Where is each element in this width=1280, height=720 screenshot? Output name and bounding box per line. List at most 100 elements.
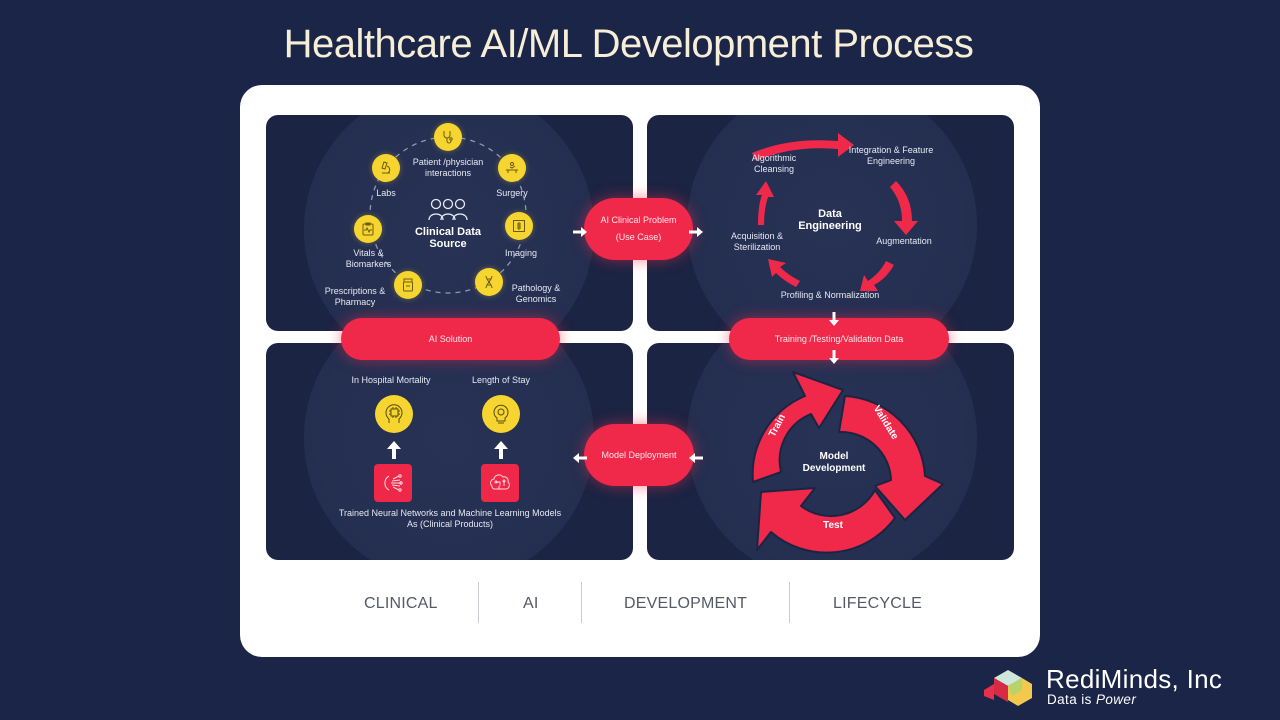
brand-tagline: Data is Power — [1047, 692, 1136, 707]
panel-clinical-data-source — [266, 115, 633, 331]
bottom-label-lifecycle: LIFECYCLE — [833, 595, 922, 612]
data-engineering-title: Data Engineering — [790, 208, 870, 232]
connector-ai-solution: AI Solution — [341, 318, 560, 360]
cycle-arrow-right — [890, 181, 918, 235]
bottom-divider — [581, 582, 582, 623]
bottom-label-clinical: CLINICAL — [364, 595, 438, 612]
label-line: Biomarkers — [345, 259, 392, 269]
outcome-mortality — [375, 395, 413, 433]
dna-icon — [485, 275, 493, 289]
model-development-cycle — [751, 371, 944, 554]
center-label-line1: Model — [819, 451, 849, 462]
step-integration-feature-engineering: Integration & Feature Engineering — [838, 145, 944, 167]
arrow-right-icon — [573, 227, 587, 237]
center-label-line2: Source — [429, 238, 467, 250]
model-development-title: Model Development — [786, 451, 882, 475]
bottom-divider — [478, 582, 479, 623]
outcome-label-mortality: In Hospital Mortality — [351, 375, 431, 385]
connector-model-deployment: Model Deployment — [584, 424, 694, 486]
panel-halo — [304, 343, 594, 560]
label-line: Pathology & — [511, 283, 561, 293]
step-acquisition-sterilization: Acquisition & Sterilization — [724, 231, 790, 253]
center-label-line1: Data — [818, 208, 842, 220]
cycle-arrow-left — [756, 181, 774, 225]
label-pathology: Pathology & Genomics — [505, 283, 567, 305]
label-line: Engineering — [866, 156, 916, 166]
node-vitals — [354, 215, 382, 243]
connector-training-data: Training /Testing/Validation Data — [729, 318, 949, 360]
arrow-up-icon — [387, 441, 401, 459]
center-label-line2: Engineering — [798, 220, 862, 232]
center-label-line2: Development — [802, 463, 866, 474]
label-patient-physician: Patient /physician interactions — [398, 157, 498, 179]
pill-line1: AI Clinical Problem — [600, 215, 677, 225]
label-line: Acquisition & — [730, 231, 784, 241]
arrow-left-icon — [689, 453, 703, 463]
arrow-down-icon — [829, 350, 839, 364]
people-group-icon — [428, 198, 468, 221]
rediminds-logo-icon — [984, 670, 1032, 706]
surgery-bed-icon — [506, 162, 518, 173]
neural-network-icon — [384, 474, 403, 492]
cycle-arrow-bottom-left — [768, 259, 800, 287]
arrow-right-icon — [689, 227, 703, 237]
stethoscope-icon — [443, 131, 453, 144]
node-surgery — [498, 154, 526, 182]
label-imaging: Imaging — [504, 248, 538, 258]
outcome-length-of-stay — [482, 395, 520, 433]
arrow-left-icon — [573, 453, 587, 463]
pill-line2: (Use Case) — [615, 232, 662, 242]
panel-halo — [687, 115, 977, 331]
bottom-label-development: DEVELOPMENT — [624, 595, 748, 612]
node-pathology — [475, 268, 503, 296]
cycle-arrow-top — [752, 133, 854, 161]
tagline-prefix: Data is — [1047, 692, 1096, 707]
cycle-arrow-bottom-right — [860, 261, 894, 291]
clinical-data-source-title: Clinical Data Source — [398, 226, 498, 250]
bottom-label-ai: AI — [523, 595, 539, 612]
bottom-divider — [789, 582, 790, 623]
node-patient-physician — [434, 123, 462, 151]
label-line: Sterilization — [733, 242, 781, 252]
caption-line2: As (Clinical Products) — [406, 519, 494, 529]
label-line: Cleansing — [753, 164, 795, 174]
cycle-segment-train — [751, 371, 844, 483]
lightbulb-gear-icon — [493, 404, 509, 424]
label-line: interactions — [424, 168, 472, 178]
stage-test: Test — [823, 520, 843, 531]
brain-circuit-icon — [490, 474, 510, 490]
label-surgery: Surgery — [496, 188, 528, 198]
microscope-icon — [381, 161, 391, 174]
panel-ai-solution — [266, 343, 633, 560]
ai-solution-caption: Trained Neural Networks and Machine Lear… — [310, 508, 590, 530]
data-engineering-cycle — [752, 133, 918, 291]
step-profiling-normalization: Profiling & Normalization — [780, 290, 880, 300]
label-line: Patient /physician — [412, 157, 484, 167]
panel-data-engineering — [647, 115, 1014, 331]
arrow-up-icon — [494, 441, 508, 459]
panel-halo — [304, 115, 594, 331]
node-prescriptions — [394, 271, 422, 299]
label-line: Genomics — [515, 294, 557, 304]
label-line: Prescriptions & — [324, 286, 386, 296]
label-prescriptions: Prescriptions & Pharmacy — [316, 286, 394, 308]
step-algorithmic-cleansing: Algorithmic Cleansing — [744, 153, 804, 175]
node-imaging — [505, 212, 533, 240]
model-brain-circuit — [481, 464, 519, 502]
arrow-down-icon — [829, 312, 839, 326]
page-title: Healthcare AI/ML Development Process — [283, 22, 974, 66]
connector-ai-clinical-problem: AI Clinical Problem (Use Case) — [584, 198, 693, 260]
label-line: Pharmacy — [334, 297, 376, 307]
outcome-label-length-of-stay: Length of Stay — [471, 375, 531, 385]
node-labs — [372, 154, 400, 182]
label-vitals: Vitals & Biomarkers — [331, 248, 406, 270]
tagline-emphasis: Power — [1095, 692, 1137, 707]
label-line: Integration & Feature — [848, 145, 934, 155]
cycle-segment-validate — [838, 395, 944, 521]
center-label-line1: Clinical Data — [414, 226, 482, 238]
label-line: Algorithmic — [751, 153, 797, 163]
caption-line1: Trained Neural Networks and Machine Lear… — [338, 508, 562, 518]
step-augmentation: Augmentation — [876, 236, 932, 246]
label-line: Vitals & — [353, 248, 384, 258]
xray-icon — [513, 220, 525, 232]
